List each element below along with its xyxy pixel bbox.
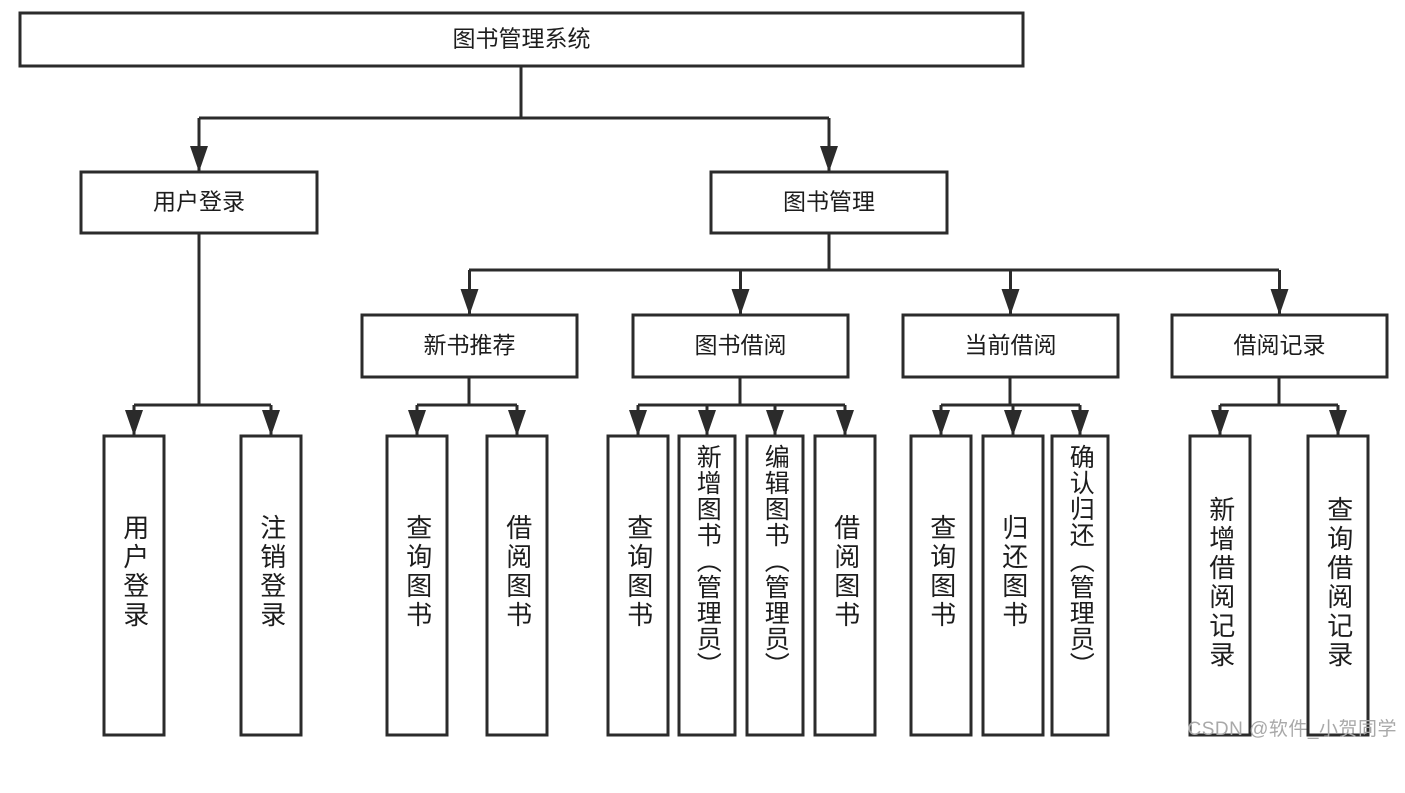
leaf-node-leaf-borrow-book-2[interactable]: [813, 434, 877, 737]
leaf-node-leaf-logout-login[interactable]: [239, 434, 303, 737]
node-borrow-record[interactable]: [1170, 313, 1389, 379]
arrow-icon-leaf-edit-book: [766, 410, 784, 436]
boxes-layer: [18, 11, 1389, 737]
leaf-node-leaf-borrow-book-1[interactable]: [485, 434, 549, 737]
diagram-canvas: 图书管理系统用户登录图书管理新书推荐图书借阅当前借阅借阅记录 用户登录注销登录查…: [18, 11, 1397, 740]
node-user-login[interactable]: [79, 170, 319, 235]
arrow-icon-leaf-user-login: [125, 410, 143, 436]
arrow-icon-leaf-return-book: [1004, 410, 1022, 436]
arrow-icon-user-login: [190, 146, 208, 172]
leaf-node-leaf-query-book-2[interactable]: [606, 434, 670, 737]
node-label-current-borrow: 当前借阅: [965, 332, 1057, 358]
arrow-icon-borrow-record: [1270, 289, 1289, 315]
node-label-user-login: 用户登录: [153, 189, 245, 215]
arrow-icon-leaf-add-record: [1211, 410, 1229, 436]
leaf-node-leaf-add-book[interactable]: [677, 434, 737, 737]
arrow-icon-new-book-rec: [460, 289, 479, 315]
leaf-node-leaf-query-record[interactable]: [1306, 434, 1370, 737]
leaf-node-leaf-edit-book[interactable]: [745, 434, 805, 737]
arrow-icon-leaf-query-record: [1329, 410, 1347, 436]
watermark: CSDN @软件_小贺同学: [1187, 719, 1397, 740]
node-label-book-borrow: 图书借阅: [695, 332, 787, 358]
node-new-book-rec[interactable]: [360, 313, 579, 379]
leaf-node-leaf-query-book-1[interactable]: [385, 434, 449, 737]
arrow-icon-leaf-logout-login: [262, 410, 280, 436]
arrow-icon-book-manage: [820, 146, 838, 172]
connectors-layer: [125, 66, 1347, 436]
arrow-icon-leaf-query-book-2: [629, 410, 647, 436]
leaf-node-leaf-user-login[interactable]: [102, 434, 166, 737]
arrow-icon-leaf-add-book: [698, 410, 716, 436]
node-book-borrow[interactable]: [631, 313, 850, 379]
leaf-node-leaf-query-book-3[interactable]: [909, 434, 973, 737]
arrow-icon-leaf-borrow-book-1: [508, 410, 526, 436]
node-label-new-book-rec: 新书推荐: [424, 332, 516, 358]
node-label-borrow-record: 借阅记录: [1234, 332, 1326, 358]
arrow-icon-leaf-query-book-3: [932, 410, 950, 436]
leaf-node-leaf-return-book[interactable]: [981, 434, 1045, 737]
arrow-icon-current-borrow: [1001, 289, 1020, 315]
node-current-borrow[interactable]: [901, 313, 1120, 379]
node-label-book-manage: 图书管理: [783, 189, 875, 215]
node-root-system[interactable]: [18, 11, 1025, 68]
leaf-node-leaf-add-record[interactable]: [1188, 434, 1252, 737]
arrow-icon-leaf-query-book-1: [408, 410, 426, 436]
arrow-icon-book-borrow: [731, 289, 750, 315]
node-label-root-system: 图书管理系统: [453, 26, 591, 52]
node-book-manage[interactable]: [709, 170, 949, 235]
arrow-icon-leaf-confirm-return: [1071, 410, 1089, 436]
arrow-icon-leaf-borrow-book-2: [836, 410, 854, 436]
leaf-node-leaf-confirm-return[interactable]: [1050, 434, 1110, 737]
